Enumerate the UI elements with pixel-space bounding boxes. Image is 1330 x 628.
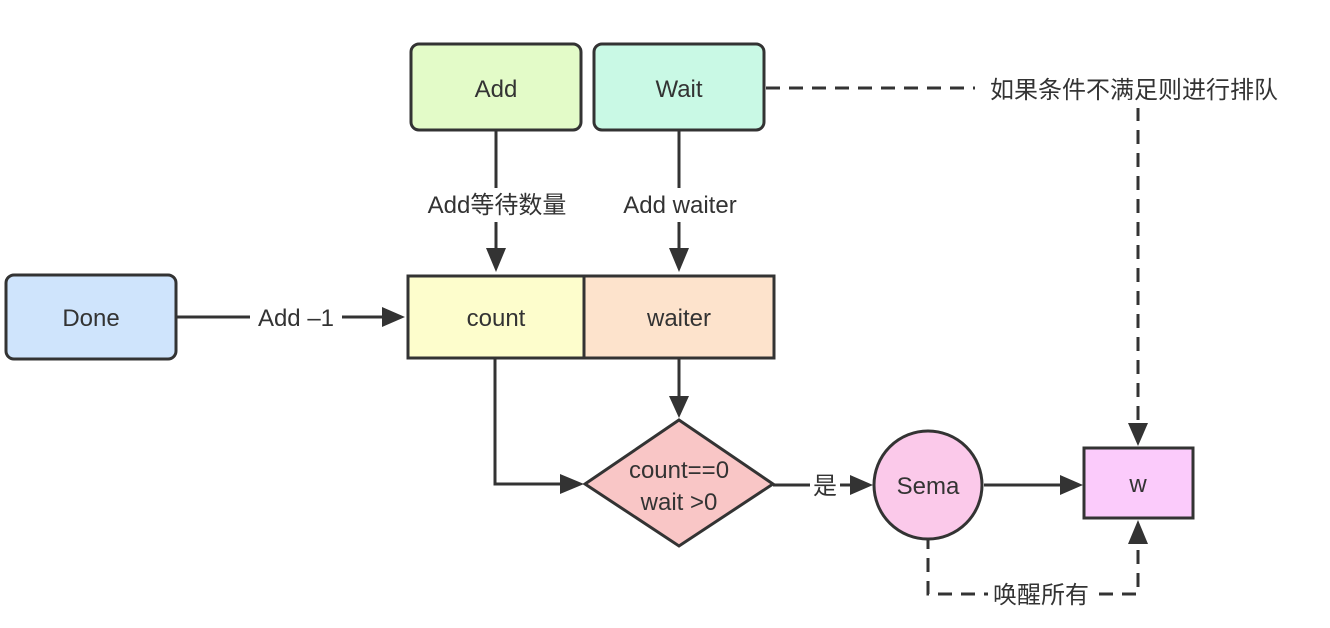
edge-label-add-minus-one: Add –1 bbox=[258, 305, 334, 332]
edge-label-wake-all: 唤醒所有 bbox=[993, 582, 1089, 609]
node-condition-line1: count==0 bbox=[629, 457, 729, 484]
node-condition-line2: wait >0 bbox=[640, 489, 718, 516]
node-w-box bbox=[1082, 446, 1195, 520]
node-done-box bbox=[4, 273, 178, 361]
edge-wait-to-waiter: Add waiter bbox=[610, 130, 750, 272]
edge-wait-to-w-queue: 如果条件不满足则进行排队 bbox=[766, 72, 1295, 446]
node-waiter-box bbox=[582, 274, 776, 360]
node-count: count bbox=[406, 274, 586, 360]
edge-count-to-check bbox=[493, 358, 584, 494]
edge-label-yes: 是 bbox=[813, 473, 837, 500]
edge-waiter-to-check bbox=[669, 358, 689, 418]
edge-label-add-waiter: Add waiter bbox=[623, 192, 736, 219]
node-sema-circle bbox=[872, 429, 984, 541]
edge-label-add-count: Add等待数量 bbox=[428, 192, 567, 219]
node-sema-label: Sema bbox=[897, 473, 960, 500]
edge-check-to-sema: 是 bbox=[773, 470, 873, 502]
node-wait: Wait bbox=[592, 42, 766, 132]
node-add: Add bbox=[409, 42, 583, 132]
node-add-label: Add bbox=[475, 76, 518, 103]
node-condition: count==0 wait >0 bbox=[582, 418, 776, 548]
node-w: w bbox=[1082, 446, 1195, 520]
node-done: Done bbox=[4, 273, 178, 361]
node-waiter-label: waiter bbox=[646, 305, 711, 332]
node-add-box bbox=[409, 42, 583, 132]
edge-sema-to-w-wake: 唤醒所有 bbox=[926, 520, 1148, 611]
node-count-label: count bbox=[467, 305, 526, 332]
node-w-label: w bbox=[1128, 471, 1147, 498]
node-condition-diamond bbox=[582, 418, 776, 548]
edge-add-to-count: Add等待数量 bbox=[418, 130, 576, 272]
node-wait-label: Wait bbox=[655, 76, 702, 103]
node-wait-box bbox=[592, 42, 766, 132]
edge-done-to-count: Add –1 bbox=[177, 300, 405, 334]
node-waiter: waiter bbox=[582, 274, 776, 360]
edge-label-queue: 如果条件不满足则进行排队 bbox=[990, 77, 1278, 104]
node-done-label: Done bbox=[62, 305, 119, 332]
node-sema: Sema bbox=[872, 429, 984, 541]
edge-sema-to-w bbox=[984, 475, 1083, 495]
